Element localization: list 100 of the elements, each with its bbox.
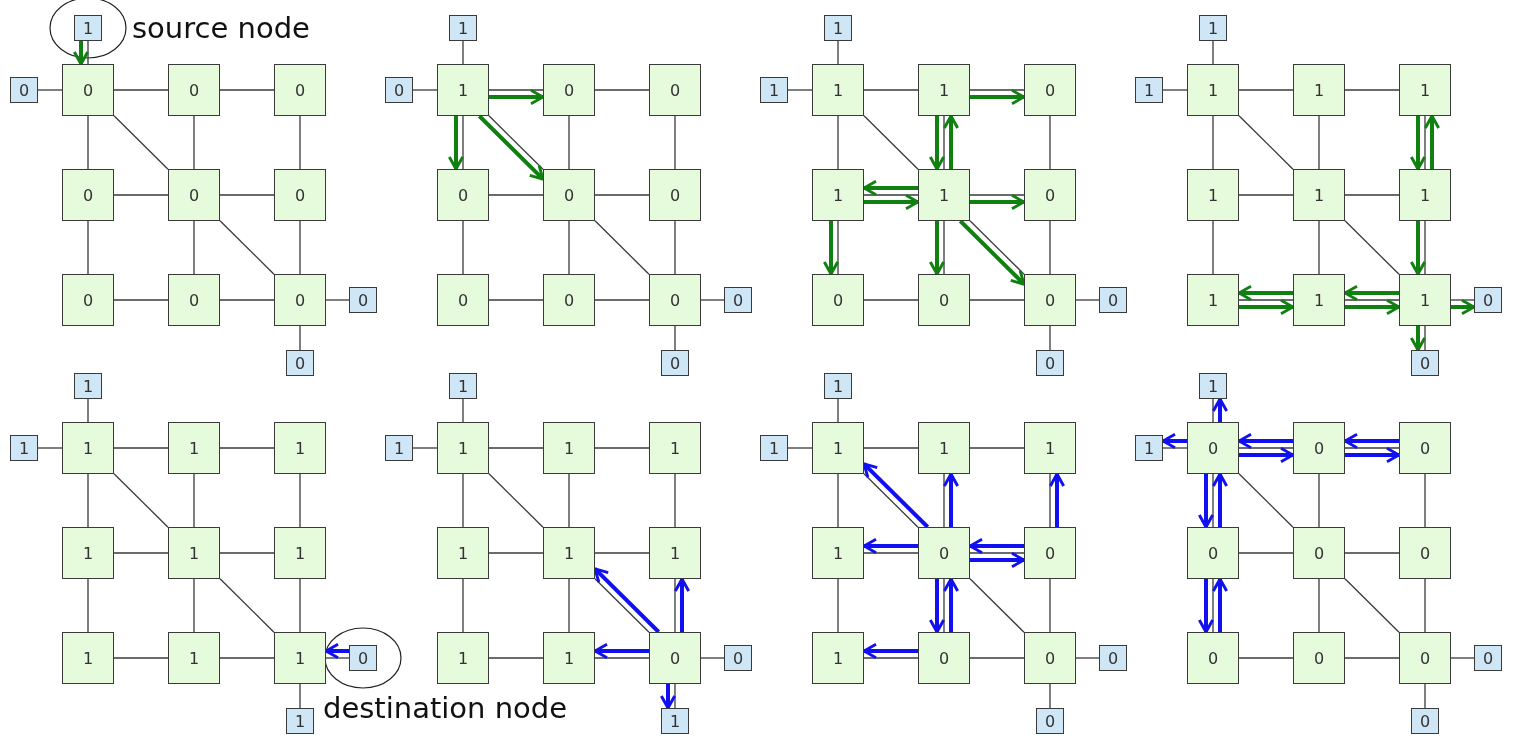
link-line [219,578,275,633]
link-line [863,552,919,554]
message-arrow [593,567,661,634]
grid-node-box: 1 [543,527,595,579]
link-line [863,447,919,449]
grid-node-box: 0 [437,169,489,221]
link-line [113,89,169,91]
link-line [113,194,169,196]
link-line [863,115,919,170]
grid-node-box: 0 [62,64,114,116]
message-arrow [942,472,960,527]
message-arrow [1409,326,1427,352]
link-line [1238,115,1294,170]
link-line [1344,220,1400,275]
message-arrow [1237,432,1293,450]
link-line [943,473,945,528]
grid-node-box: 0 [812,274,864,326]
message-arrow [593,642,649,660]
grid-node-box: 1 [1187,169,1239,221]
grid-node-box: 0 [649,632,701,684]
link-line [299,115,301,170]
grid-node-box: 1 [274,632,326,684]
link-line [113,473,169,528]
link-line [594,89,650,91]
link-line [863,473,919,528]
grid-node-box: 1 [812,422,864,474]
message-arrow [1345,446,1401,464]
grid-node-box: 1 [1187,274,1239,326]
link-line [219,220,275,275]
grid-node-box: 1 [918,169,970,221]
link-line [1450,657,1475,659]
link-line [488,657,544,659]
link-line [113,447,169,449]
link-line [594,299,650,301]
link-line [462,398,464,423]
message-arrow [862,462,930,529]
port-node-box: 0 [385,77,413,103]
grid-node-box: 0 [168,274,220,326]
grid-node-box: 0 [543,274,595,326]
grid-node-box: 1 [812,169,864,221]
grid-node-box: 0 [274,274,326,326]
link-line [299,683,301,709]
link-line [113,115,169,170]
link-line [1049,220,1051,275]
port-node-box: 0 [724,645,752,671]
link-line [1238,473,1294,528]
grid-node-box: 0 [1024,274,1076,326]
message-arrow [862,642,918,660]
message-arrow [1197,579,1215,634]
link-line [462,40,464,65]
port-node-box: 1 [74,373,102,399]
link-line [700,299,725,301]
port-node-box: 0 [1099,645,1127,671]
port-node-box: 0 [1036,350,1064,376]
port-node-box: 1 [385,435,413,461]
link-line [594,657,650,659]
link-line [193,473,195,528]
grid-node-box: 0 [918,274,970,326]
grid-node-box: 1 [543,632,595,684]
node-caption: destination node [323,694,568,723]
link-line [674,220,676,275]
message-arrow [324,642,349,660]
grid-node-box: 1 [1293,169,1345,221]
link-line [87,473,89,528]
link-line [412,89,438,91]
link-line [488,473,544,528]
link-line [674,325,676,351]
node-caption: source node [132,14,310,43]
port-node-box: 1 [661,708,689,734]
port-node-box: 1 [1199,15,1227,41]
grid-node-box: 0 [1024,169,1076,221]
link-line [1049,578,1051,633]
grid-node-box: 0 [1024,64,1076,116]
link-line [837,115,839,170]
link-line [1238,552,1294,554]
link-line [568,578,570,633]
link-line [113,299,169,301]
message-arrow [928,116,946,171]
link-line [113,552,169,554]
link-line [969,447,1025,449]
link-line [863,299,919,301]
link-line [1049,683,1051,709]
message-arrow [1345,298,1401,316]
link-line [594,194,650,196]
link-line [87,220,89,275]
link-line [37,447,63,449]
grid-node-box: 0 [437,274,489,326]
link-line [325,299,350,301]
link-line [594,447,650,449]
port-node-box: 0 [1474,287,1502,313]
message-arrow [1409,221,1427,276]
link-line [1318,220,1320,275]
grid-node-box: 0 [168,169,220,221]
link-line [1238,194,1294,196]
message-arrow [447,116,465,171]
grid-node-box: 0 [1187,632,1239,684]
link-line [1344,552,1400,554]
link-line [1424,325,1426,351]
link-line [193,578,195,633]
message-arrow [970,88,1026,106]
